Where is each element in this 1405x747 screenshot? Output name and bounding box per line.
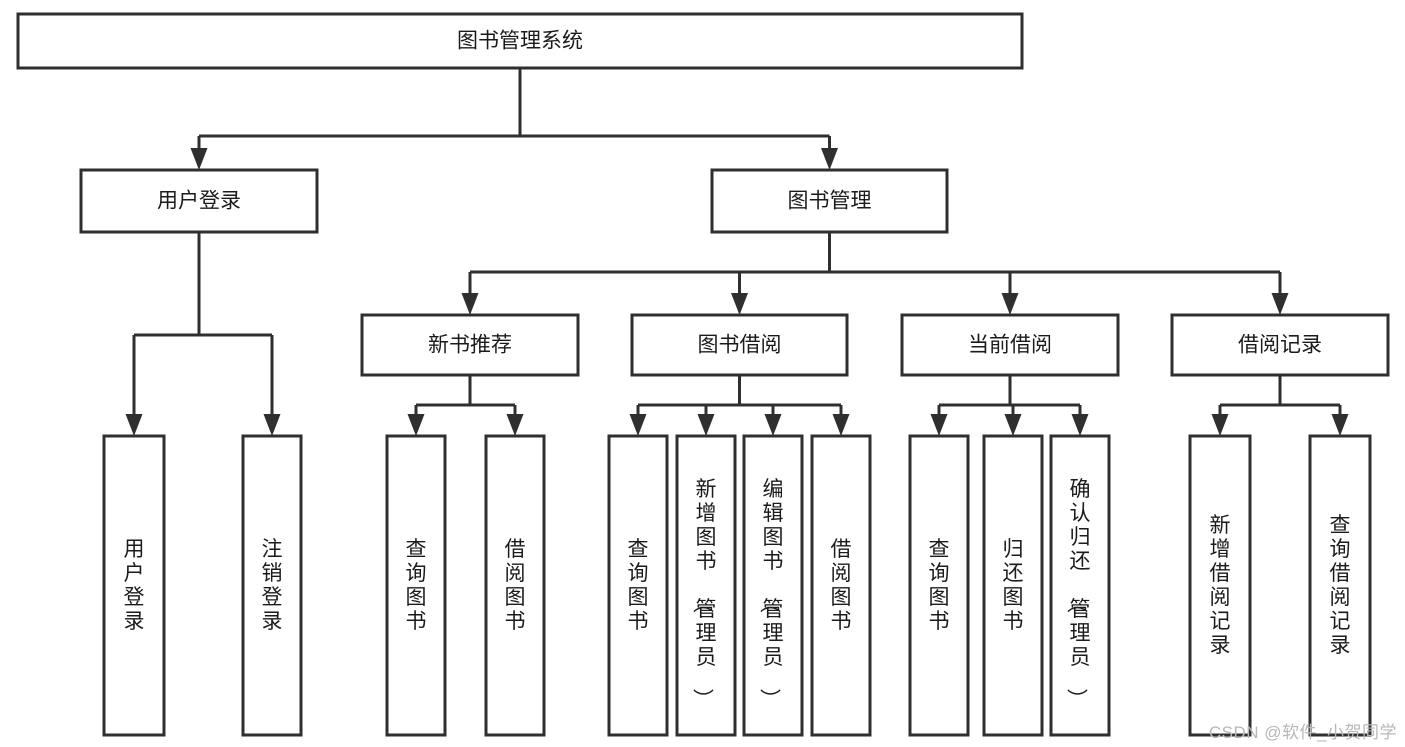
connector-group-l3_borrow_record [1211,375,1349,436]
arrow-head-icon [461,293,479,315]
node-leaf-add-book-admin[interactable]: 新增图书（管理员） [675,434,737,737]
arrow-head-icon [764,414,782,436]
node-box[interactable] [675,434,737,737]
arrow-head-icon [1004,414,1022,436]
node-l3-current-borrow[interactable]: 当前借阅 [900,313,1120,377]
node-label: 新增图书（管理员） [691,478,717,709]
node-leaf-add-record[interactable]: 新增借阅记录 [1188,434,1252,737]
node-box[interactable] [484,434,546,737]
node-box[interactable] [1308,434,1372,737]
node-leaf-return-book[interactable]: 归还图书 [982,434,1044,737]
arrow-head-icon [629,414,647,436]
connector-group-l2_book_mgmt [461,232,1289,315]
node-label: 确认归还（管理员） [1065,478,1091,709]
connector-group-l3_new_book_rec [407,375,524,436]
node-leaf-query-book-2[interactable]: 查询图书 [607,434,669,737]
arrow-head-icon [930,414,948,436]
connector-group-root [190,68,838,170]
node-label: 借阅图书 [831,538,852,633]
node-label: 新增借阅记录 [1210,514,1231,657]
csdn-watermark: CSDN @软件_小贺同学 [1208,723,1397,742]
node-leaf-edit-book-admin[interactable]: 编辑图书（管理员） [742,434,804,737]
node-box[interactable] [102,434,166,737]
node-box[interactable] [385,434,447,737]
node-leaf-borrow-book-1[interactable]: 借阅图书 [484,434,546,737]
node-label: 借阅图书 [505,538,526,633]
arrow-head-icon [1331,414,1349,436]
arrow-head-icon [1271,293,1289,315]
node-label: 借阅记录 [1238,334,1322,357]
node-box[interactable] [241,434,303,737]
node-box[interactable] [742,434,804,737]
node-leaf-logout[interactable]: 注销登录 [241,434,303,737]
arrow-head-icon [125,414,143,436]
node-label: 图书借阅 [698,334,782,357]
node-box[interactable] [1049,434,1111,737]
node-label: 当前借阅 [968,334,1052,357]
node-leaf-borrow-book-2[interactable]: 借阅图书 [810,434,872,737]
node-box[interactable] [900,313,1120,377]
arrow-head-icon [1211,414,1229,436]
node-root[interactable]: 图书管理系统 [16,12,1024,70]
arrow-head-icon [1001,293,1019,315]
node-leaf-query-book-3[interactable]: 查询图书 [908,434,970,737]
node-box[interactable] [1170,313,1390,377]
arrow-head-icon [832,414,850,436]
node-box[interactable] [1188,434,1252,737]
connector-group-l3_book_borrow [629,375,850,436]
arrow-head-icon [263,414,281,436]
node-label: 新书推荐 [428,334,512,357]
node-l3-book-borrow[interactable]: 图书借阅 [630,313,849,377]
node-box[interactable] [710,168,949,234]
node-box[interactable] [360,313,580,377]
connector-group-l3_current_borrow [930,375,1089,436]
node-label: 用户登录 [157,190,241,213]
node-label: 用户登录 [124,538,145,633]
connector-group-l2_user_login [125,232,281,436]
node-l3-new-book-rec[interactable]: 新书推荐 [360,313,580,377]
node-box[interactable] [982,434,1044,737]
node-label: 查询图书 [628,538,649,633]
arrow-head-icon [506,414,524,436]
node-label: 查询图书 [406,538,427,633]
node-layer: 图书管理系统用户登录图书管理新书推荐图书借阅当前借阅借阅记录用户登录注销登录查询… [16,12,1390,737]
node-box[interactable] [607,434,669,737]
node-leaf-query-record[interactable]: 查询借阅记录 [1308,434,1372,737]
arrow-head-icon [407,414,425,436]
node-box[interactable] [908,434,970,737]
node-box[interactable] [810,434,872,737]
node-l2-book-mgmt[interactable]: 图书管理 [710,168,949,234]
node-label: 图书管理 [788,190,872,213]
node-leaf-query-book-1[interactable]: 查询图书 [385,434,447,737]
arrow-head-icon [821,148,838,170]
node-label: 查询图书 [929,538,950,633]
node-leaf-user-login[interactable]: 用户登录 [102,434,166,737]
node-box[interactable] [16,12,1024,70]
node-label: 注销登录 [262,538,283,633]
node-box[interactable] [630,313,849,377]
node-label: 归还图书 [1003,538,1024,633]
node-box[interactable] [79,168,319,234]
arrow-head-icon [697,414,715,436]
node-leaf-confirm-return-admin[interactable]: 确认归还（管理员） [1049,434,1111,737]
node-l3-borrow-record[interactable]: 借阅记录 [1170,313,1390,377]
arrow-head-icon [731,293,748,315]
connector-layer [125,68,1349,436]
arrow-head-icon [190,148,208,170]
arrow-head-icon [1071,414,1089,436]
node-label: 查询借阅记录 [1330,514,1351,657]
node-l2-user-login[interactable]: 用户登录 [79,168,319,234]
node-label: 图书管理系统 [457,30,583,53]
node-label: 编辑图书（管理员） [758,478,784,709]
